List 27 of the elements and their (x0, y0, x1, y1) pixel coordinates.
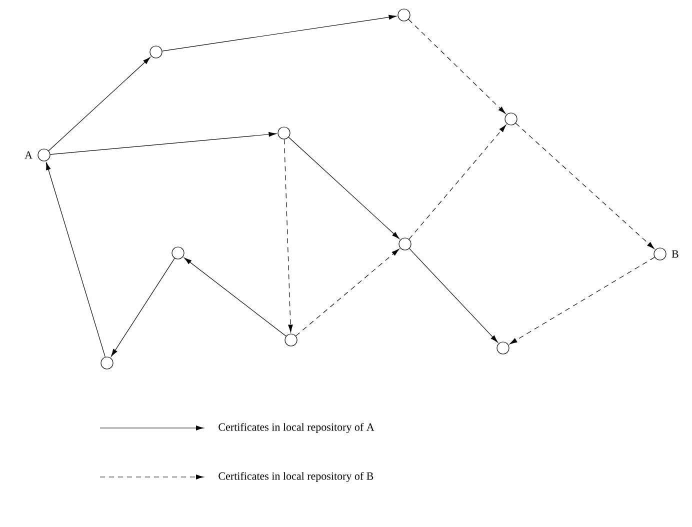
vertex-circle (278, 126, 290, 140)
vertex-circle (150, 46, 162, 58)
vertex-circle (398, 238, 412, 250)
vertex-circle (496, 342, 510, 354)
arrow (162, 14, 396, 52)
arrow (288, 136, 400, 239)
node-label: B (672, 250, 678, 258)
legend-text: Certificates in local repository of B (218, 472, 374, 482)
vertex-circle (284, 334, 298, 346)
arrow (48, 57, 150, 152)
arrow (111, 258, 175, 357)
arrow (409, 248, 498, 343)
vertex-circle (172, 246, 184, 260)
arrow (510, 256, 655, 344)
node-label: A (24, 151, 32, 159)
arrow (296, 248, 400, 336)
vertex-circle (504, 112, 518, 126)
arrow (50, 132, 276, 155)
legend-text: Certificates in local repository of A (218, 422, 374, 434)
vertex-circle (100, 356, 114, 370)
arrow (46, 162, 106, 358)
vertex-circle (398, 8, 410, 22)
arrow (408, 124, 506, 240)
arrow (515, 122, 654, 249)
arrow (408, 19, 506, 114)
arrow (284, 139, 293, 332)
arrow (184, 258, 286, 336)
